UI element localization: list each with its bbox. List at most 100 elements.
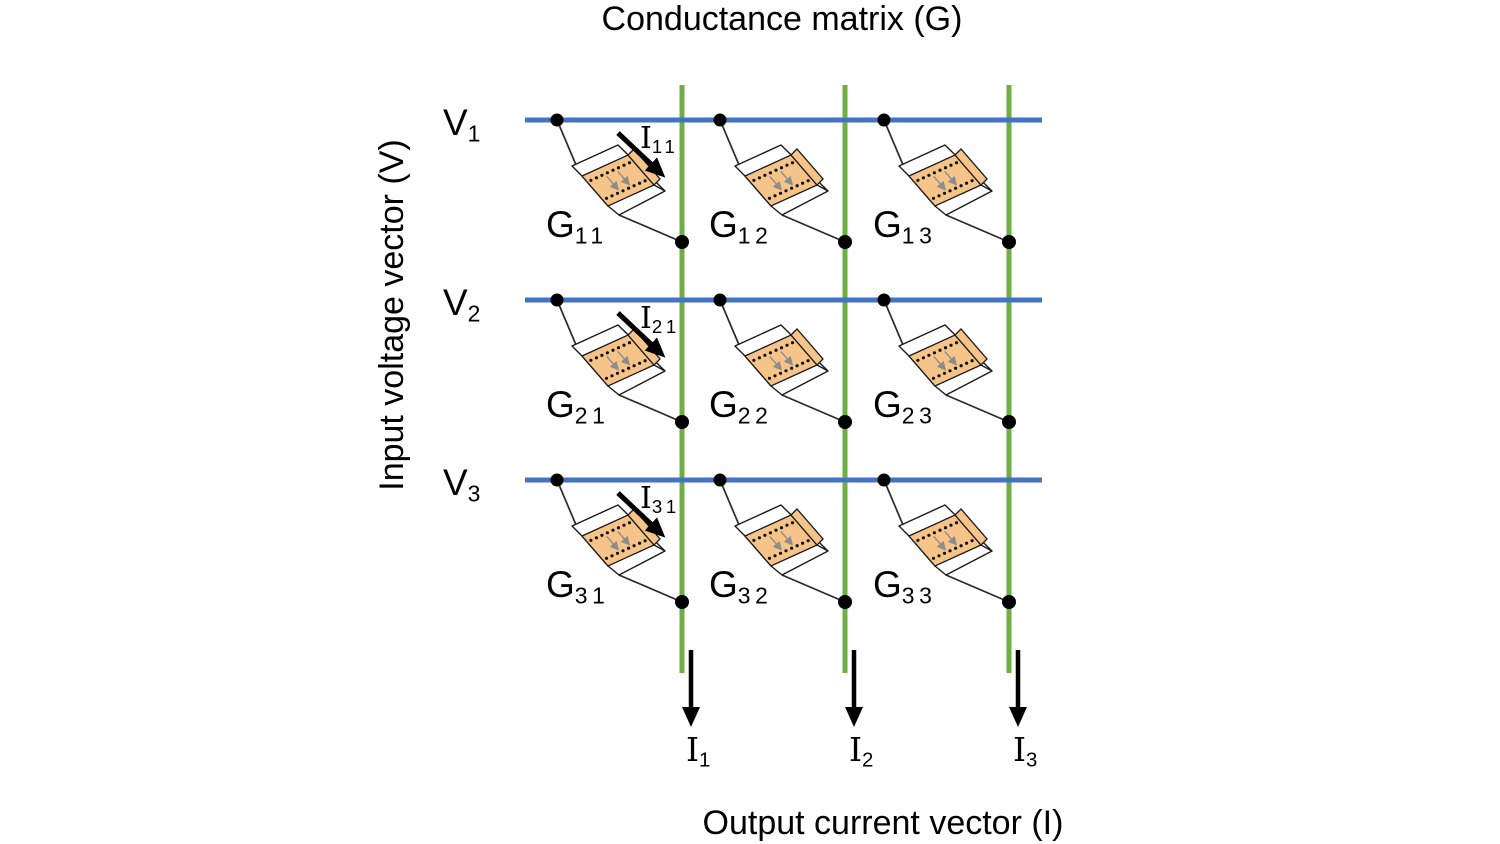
conductance-label-g31: G31 xyxy=(546,566,609,607)
branch-current-label-i11: I11 xyxy=(640,121,679,158)
branch-current-label-i21-symbol: I xyxy=(640,301,652,336)
crosspoint-1-2 xyxy=(713,113,852,249)
input-voltage-label-v1-subscript: 1 xyxy=(467,120,485,147)
row-junction-dot xyxy=(550,473,564,487)
memristor-device-21 xyxy=(571,324,666,396)
output-current-label-i1-symbol: I xyxy=(686,730,700,769)
conductance-label-g22-subscript: 22 xyxy=(737,402,773,429)
input-voltage-label-v1-symbol: V xyxy=(442,102,468,143)
conductance-label-g12: G12 xyxy=(709,204,772,247)
conductance-label-g22-symbol: G xyxy=(709,384,738,425)
memristor-device-12 xyxy=(734,144,829,216)
conductance-label-g33-subscript: 33 xyxy=(901,582,937,609)
input-voltage-label-v3-subscript: 3 xyxy=(467,480,485,507)
device-output-wire xyxy=(945,214,1010,243)
device-input-wire xyxy=(556,119,580,173)
crosspoint-3-2 xyxy=(713,473,852,609)
conductance-label-g21: G21 xyxy=(546,384,609,427)
column-junction-dot xyxy=(675,235,689,249)
conductance-label-g13-symbol: G xyxy=(873,204,902,245)
memristor-devices xyxy=(550,113,1016,609)
device-output-wire xyxy=(781,394,846,423)
memristor-device-13 xyxy=(898,144,993,216)
conductance-label-g33: G33 xyxy=(873,564,936,607)
device-output-wire xyxy=(618,394,683,423)
row-junction-dot xyxy=(550,293,564,307)
column-junction-dot xyxy=(838,595,852,609)
device-input-wire xyxy=(556,479,580,533)
branch-current-arrow-1 xyxy=(616,131,666,178)
device-input-wire xyxy=(556,299,580,353)
conductance-label-g12-symbol: G xyxy=(709,204,738,245)
device-input-wire xyxy=(883,299,907,353)
conductance-label-g23: G23 xyxy=(873,384,936,427)
output-current-label-i2-subscript: 2 xyxy=(862,748,878,772)
conductance-label-g33-symbol: G xyxy=(873,564,902,605)
branch-current-label-i11-symbol: I xyxy=(640,121,652,156)
branch-current-label-i31: I31 xyxy=(640,481,680,517)
output-current-label-i3-symbol: I xyxy=(1013,730,1027,769)
conductance-label-g12-subscript: 12 xyxy=(737,222,773,249)
input-voltage-label-v1: V1 xyxy=(420,102,485,145)
branch-current-label-i21: I21 xyxy=(640,301,680,338)
conductance-label-g32-subscript: 32 xyxy=(737,582,773,609)
device-input-wire xyxy=(719,119,743,173)
device-output-wire xyxy=(781,214,846,243)
row-junction-dot xyxy=(713,293,727,307)
column-junction-dot xyxy=(1002,235,1016,249)
crosspoint-2-3 xyxy=(877,293,1016,429)
conductance-label-g21-subscript: 21 xyxy=(574,402,610,429)
crosspoint-2-2 xyxy=(713,293,852,429)
column-junction-dot xyxy=(675,415,689,429)
input-voltage-label-v2: V2 xyxy=(420,282,485,325)
memristor-device-23 xyxy=(898,324,993,396)
branch-current-label-i11-subscript: 11 xyxy=(651,136,679,158)
device-output-wire xyxy=(618,214,683,243)
row-junction-dot xyxy=(713,473,727,487)
conductance-label-g32-symbol: G xyxy=(709,564,738,605)
output-current-label-i1-subscript: 1 xyxy=(699,748,715,772)
crosspoint-3-1 xyxy=(550,473,689,609)
conductance-label-g13: G13 xyxy=(873,204,936,247)
row-junction-dot xyxy=(713,113,727,127)
grid-lines xyxy=(525,85,1042,673)
branch-current-arrow-3 xyxy=(616,491,666,538)
input-voltage-label-v3-symbol: V xyxy=(442,462,468,503)
branch-current-label-i31-symbol: I xyxy=(640,481,652,516)
conductance-label-g23-subscript: 23 xyxy=(901,402,937,429)
branch-current-label-i21-subscript: 21 xyxy=(651,316,680,338)
memristor-device-22 xyxy=(734,324,829,396)
crosspoint-1-3 xyxy=(877,113,1016,249)
input-voltage-label-v2-symbol: V xyxy=(442,282,468,323)
device-input-wire xyxy=(883,479,907,533)
row-junction-dot xyxy=(550,113,564,127)
device-output-wire xyxy=(945,574,1010,603)
diagram-title: Conductance matrix (G) xyxy=(601,0,963,38)
conductance-label-g21-symbol: G xyxy=(546,384,575,425)
device-output-wire xyxy=(781,574,846,603)
device-input-wire xyxy=(719,299,743,353)
conductance-label-g23-symbol: G xyxy=(873,384,902,425)
crosspoint-2-1 xyxy=(550,293,689,429)
output-current-label-i2: I2 xyxy=(849,730,878,770)
branch-current-arrow-2 xyxy=(616,311,666,358)
memristor-device-33 xyxy=(898,504,993,576)
column-junction-dot xyxy=(675,595,689,609)
conductance-label-g31-subscript: 31 xyxy=(574,582,610,609)
input-voltage-label-v3: V3 xyxy=(420,462,485,505)
conductance-label-g32: G32 xyxy=(709,564,772,607)
bottom-axis-label: Output current vector (I) xyxy=(702,804,1064,842)
conductance-label-g11-subscript: 11 xyxy=(574,222,608,249)
conductance-label-g13-subscript: 13 xyxy=(901,222,937,249)
column-junction-dot xyxy=(1002,415,1016,429)
current-arrows xyxy=(616,131,1027,727)
device-input-wire xyxy=(883,119,907,173)
conductance-label-g11: G11 xyxy=(546,206,608,247)
input-voltage-label-v2-subscript: 2 xyxy=(467,300,485,327)
column-junction-dot xyxy=(1002,595,1016,609)
conductance-label-g22: G22 xyxy=(709,384,772,427)
output-current-label-i2-symbol: I xyxy=(849,730,863,769)
output-current-label-i3: I3 xyxy=(1013,730,1042,770)
